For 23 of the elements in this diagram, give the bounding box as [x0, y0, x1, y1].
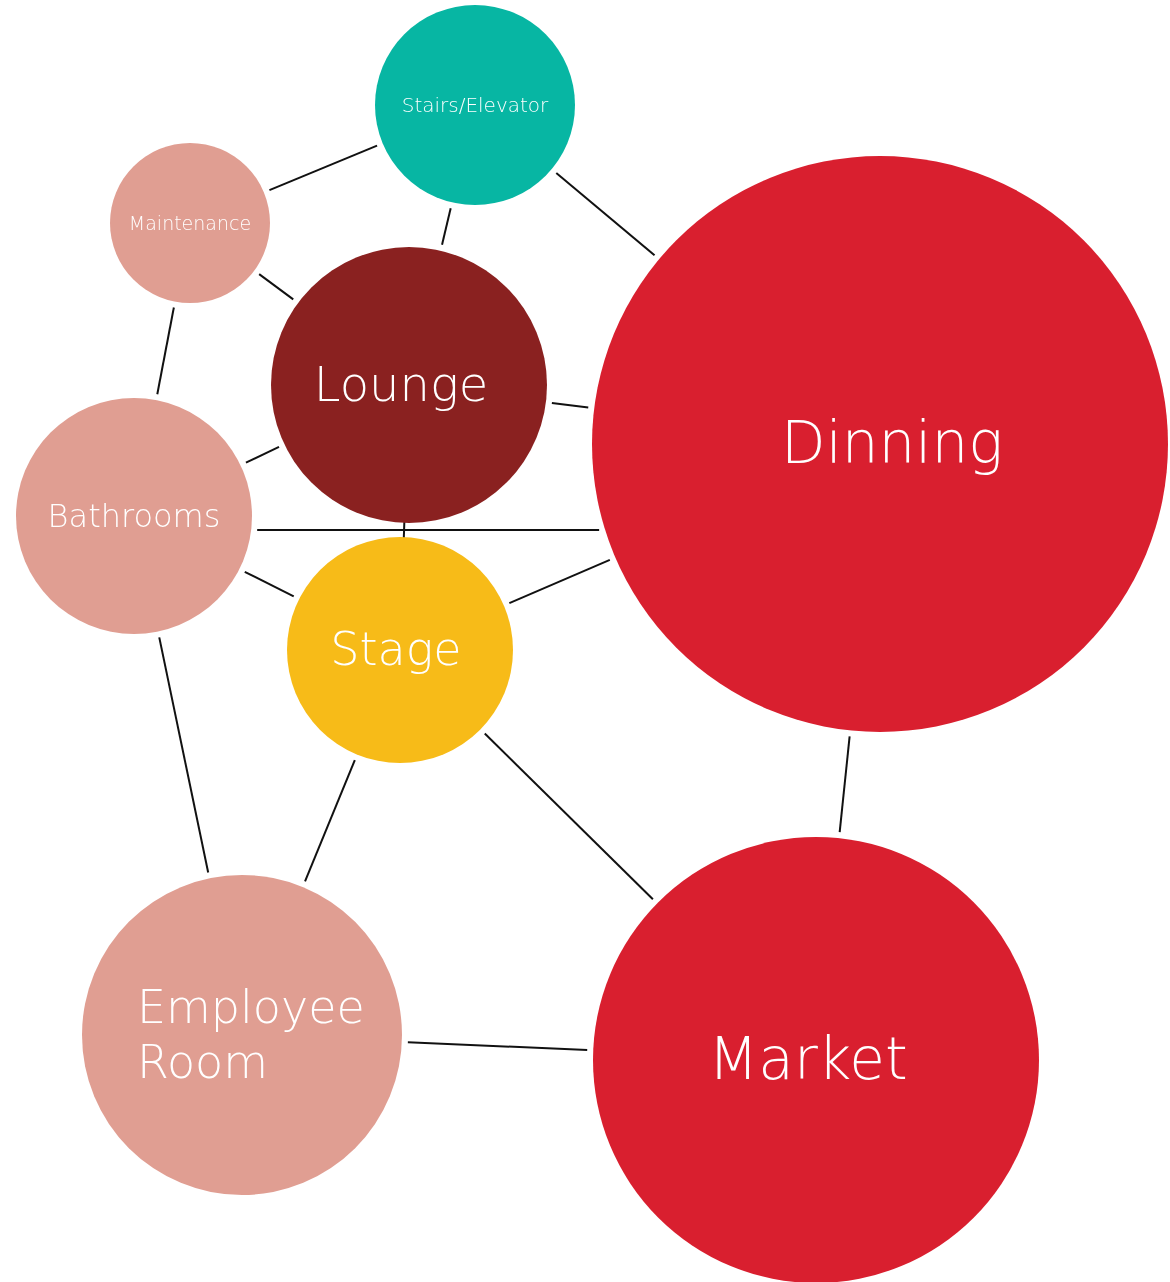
connector-line — [838, 735, 851, 834]
node-label: Employee Room — [137, 979, 366, 1091]
connector-line — [483, 732, 654, 901]
connector-line — [244, 445, 280, 464]
connector-line — [158, 636, 210, 874]
connector-line — [156, 306, 175, 396]
connector-line — [550, 401, 590, 409]
node-label: Bathrooms — [47, 496, 221, 536]
node-label: Maintenance — [128, 211, 252, 235]
connector-line — [304, 759, 356, 883]
connector-line — [441, 207, 452, 246]
connector-line — [243, 570, 295, 598]
node-label: Stairs/Elevator — [401, 93, 549, 117]
node-label: Stage — [330, 622, 462, 678]
connector-line — [406, 1041, 589, 1052]
node-label: Market — [708, 1025, 908, 1095]
node-label: Dinning — [781, 409, 1003, 479]
connector-line — [508, 558, 611, 605]
connector-line — [258, 273, 295, 301]
connector-line — [268, 144, 379, 192]
node-label: Lounge — [313, 356, 489, 414]
connector-line — [555, 172, 656, 257]
connector-line — [256, 529, 601, 531]
